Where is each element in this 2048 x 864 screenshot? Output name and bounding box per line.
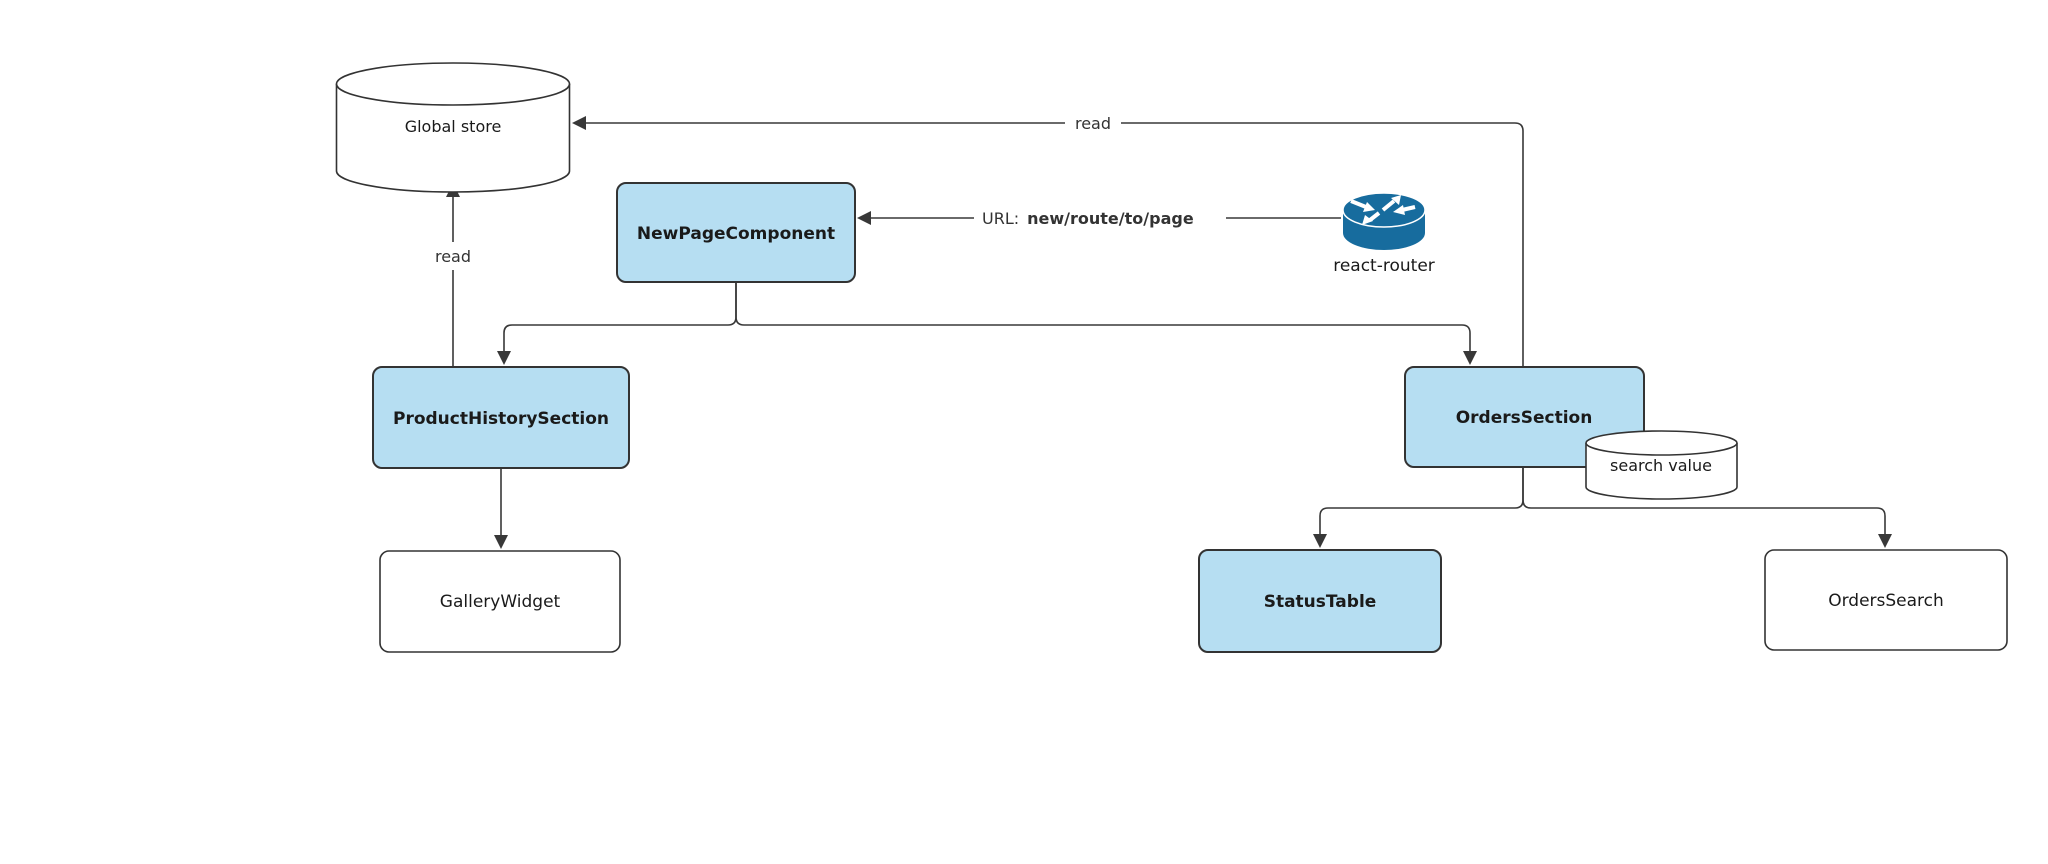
read-label-bg-left <box>429 242 477 270</box>
arrowhead-into-gallerywidget <box>494 535 508 549</box>
node-search-value[interactable] <box>1585 430 1738 500</box>
router-arrow-out-sw-head <box>1362 215 1373 225</box>
product-history-section-label: ProductHistorySection <box>393 409 609 429</box>
router-arrow-out-sw <box>1368 211 1381 222</box>
node-global-store[interactable] <box>335 62 571 193</box>
edge-group <box>429 109 1892 549</box>
arrowhead-into-orderssection <box>1463 351 1477 365</box>
status-table-label: StatusTable <box>1264 592 1377 612</box>
router-arrow-out-ne-head <box>1391 195 1401 205</box>
search-value-cylinder-body <box>1585 443 1738 500</box>
arrowhead-into-producthistory <box>497 351 511 365</box>
edge-orders-to-statustable <box>1319 467 1524 545</box>
global-store-label: Global store <box>405 117 502 136</box>
gallery-widget-label: GalleryWidget <box>440 592 561 612</box>
node-product-history-section[interactable] <box>372 366 630 469</box>
arrowhead-into-orderssearch <box>1878 534 1892 548</box>
read-label-bg-top <box>1065 109 1121 137</box>
read-label-left: read <box>435 247 471 266</box>
router-arrow-in-right <box>1401 205 1416 212</box>
edge-orders-to-orderssearch <box>1522 467 1886 545</box>
label-group: Global store NewPageComponent ProductHis… <box>393 114 1944 612</box>
url-label-bg <box>974 203 1226 233</box>
search-value-label: search value <box>1610 456 1712 475</box>
react-router-label: react-router <box>1333 256 1435 276</box>
orders-search-label: OrdersSearch <box>1828 591 1944 611</box>
node-orders-section[interactable] <box>1404 366 1645 468</box>
url-label-path: new/route/to/page <box>1027 209 1194 228</box>
url-edge-label: URL: new/route/to/page <box>982 209 1194 228</box>
node-orders-search[interactable] <box>1764 549 2008 651</box>
global-store-cylinder-top <box>335 62 571 106</box>
edge-newpage-to-orders <box>735 282 1471 362</box>
arrowhead-into-global-store-right <box>572 116 586 130</box>
edge-orders-read-store <box>584 122 1524 367</box>
router-arrow-in-right-head <box>1393 205 1405 215</box>
node-group <box>335 62 2008 653</box>
new-page-component-label: NewPageComponent <box>637 224 835 244</box>
arrowhead-into-statustable <box>1313 534 1327 548</box>
global-store-cylinder-body <box>335 84 571 193</box>
react-router-icon[interactable] <box>1342 192 1426 250</box>
url-label-prefix: URL: <box>982 209 1019 228</box>
read-label-top: read <box>1075 114 1111 133</box>
router-arrow-in-left-head <box>1363 202 1375 212</box>
search-value-cylinder-top <box>1585 430 1738 456</box>
node-status-table[interactable] <box>1198 549 1442 653</box>
node-new-page-component[interactable] <box>616 182 856 283</box>
node-gallery-widget[interactable] <box>379 550 621 653</box>
orders-section-label: OrdersSection <box>1456 408 1593 428</box>
router-arrow-out-ne <box>1381 199 1396 212</box>
router-arrow-in-left <box>1350 199 1367 209</box>
edge-newpage-to-product <box>503 282 737 362</box>
arrowhead-into-newpagecomponent <box>857 211 871 225</box>
